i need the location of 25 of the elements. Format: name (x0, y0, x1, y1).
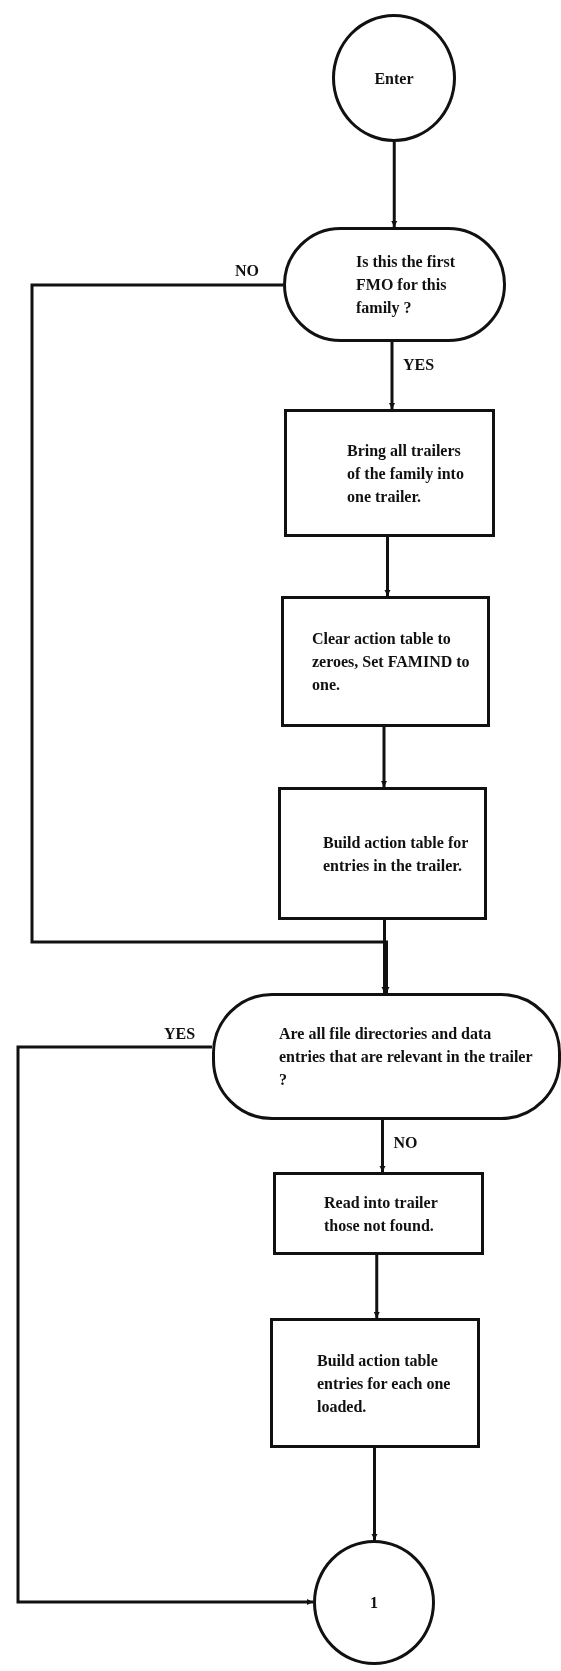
decision-terminal (212, 993, 561, 1120)
process-box (284, 409, 495, 537)
node-text: Are all file directories and data entries that are relevant in the trailer ? (279, 1024, 534, 1090)
process-box (278, 787, 487, 920)
node-text: Clear action table to zeroes, Set FAMIND to one. (312, 629, 471, 695)
process-box (281, 596, 490, 727)
node-text: 1 (370, 1593, 378, 1613)
node-text: Bring all trailers of the family into one trailer. (347, 440, 465, 507)
arrow (389, 342, 395, 409)
node-text: Is this the first FMO for this family ? (356, 252, 457, 319)
arrow (384, 537, 391, 596)
node-text: Read into trailer those not found. (324, 1192, 439, 1236)
arrow (391, 142, 398, 227)
arrow (16, 1045, 313, 1605)
node-text: Enter (374, 68, 414, 89)
arrow (373, 1255, 380, 1318)
arrow (371, 1448, 378, 1540)
node-text: Build action table entries for each one loaded. (317, 1350, 452, 1417)
arrow (30, 283, 390, 993)
arrow (381, 727, 387, 787)
node-text: Build action table for entries in the trailer. (323, 832, 470, 876)
process-box (273, 1172, 484, 1255)
process-box (270, 1318, 480, 1448)
arrow (379, 1120, 386, 1172)
arrow (381, 920, 388, 993)
